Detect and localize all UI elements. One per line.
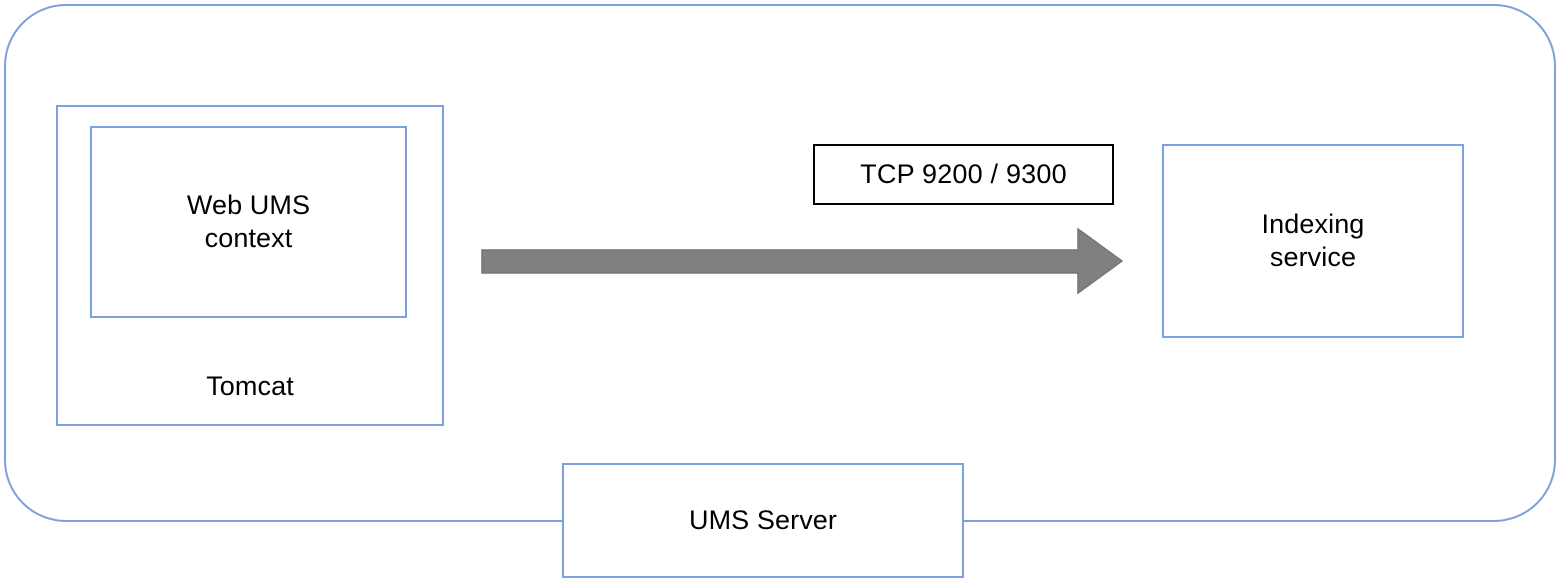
- node-ums-server[interactable]: UMS Server: [562, 463, 964, 578]
- node-indexing-service-label: Indexing service: [1261, 208, 1365, 272]
- node-indexing-service[interactable]: Indexing service: [1162, 144, 1464, 338]
- connection-label-tcp-ports-text: TCP 9200 / 9300: [860, 159, 1067, 189]
- block-arrow-icon: [481, 227, 1123, 295]
- connection-label-tcp-ports[interactable]: TCP 9200 / 9300: [813, 144, 1114, 205]
- node-web-ums-context[interactable]: Web UMS context: [90, 126, 407, 318]
- node-web-ums-context-label: Web UMS context: [186, 189, 311, 253]
- node-ums-server-label: UMS Server: [688, 504, 838, 535]
- flow-arrow-tomcat-to-indexing: [481, 226, 1123, 296]
- node-tomcat-label: Tomcat: [206, 370, 294, 401]
